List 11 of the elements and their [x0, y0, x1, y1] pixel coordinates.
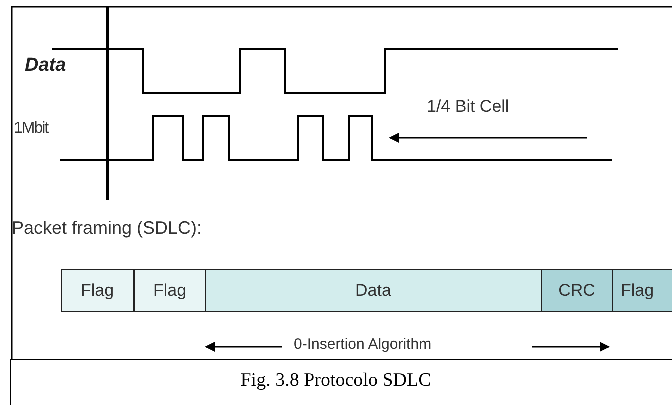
packet-field: Flag [134, 269, 206, 312]
packet-field: Data [205, 269, 542, 312]
packet-field: CRC [541, 269, 613, 312]
packet-field: Flag [61, 269, 134, 312]
packet-field: Flag [612, 269, 672, 312]
figure-caption: Fig. 3.8 Protocolo SDLC [240, 370, 432, 392]
signal-label: Data [25, 55, 66, 77]
dimension-label: 0-Insertion Algorithm [294, 336, 432, 353]
signal-label: 1Mbit [14, 120, 48, 138]
section-heading: Packet framing (SDLC): [12, 218, 202, 239]
annotation-text: 1/4 Bit Cell [427, 97, 510, 117]
